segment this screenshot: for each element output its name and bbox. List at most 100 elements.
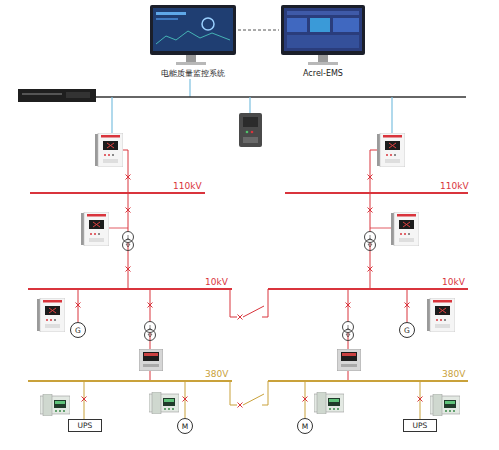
gateway-detail — [243, 117, 258, 127]
switch-detail — [22, 93, 62, 95]
bus-tie — [230, 289, 268, 317]
screen-detail — [287, 11, 359, 15]
network-switch — [18, 89, 96, 102]
busbars — [28, 193, 468, 381]
breaker-symbol — [126, 267, 131, 272]
breaker-symbol — [368, 208, 373, 213]
breaker-symbol — [126, 208, 131, 213]
breaker-symbol — [418, 397, 423, 402]
breaker-symbol — [303, 397, 308, 402]
symbol-letter: UPS — [78, 421, 93, 430]
screen-detail — [156, 31, 230, 44]
breaker-symbol — [183, 397, 188, 402]
busbar-380v — [28, 380, 232, 382]
busbar-110kv — [285, 192, 468, 194]
busbar-380v — [268, 380, 468, 382]
monitor-stand — [318, 55, 328, 62]
screen-detail — [310, 18, 330, 32]
protection-relay — [391, 212, 419, 246]
screen-detail — [287, 35, 359, 48]
feeder-line — [370, 228, 392, 229]
monitor-frame — [150, 5, 236, 55]
breaker-symbol — [368, 267, 373, 272]
breaker-symbol — [82, 397, 87, 402]
breaker-symbol — [405, 303, 410, 308]
ups-box: UPS — [403, 419, 437, 432]
screen-detail — [156, 18, 178, 20]
gateway-led — [246, 131, 249, 134]
busbar-10kv — [268, 288, 468, 290]
energy-meter — [314, 392, 344, 414]
screen-detail — [156, 12, 186, 15]
lv-wiring — [84, 381, 420, 419]
symbol-letter: G — [404, 326, 410, 335]
protection-relay — [81, 212, 109, 246]
system-caption: 电能质量监控系统 — [161, 69, 225, 78]
screen-detail — [333, 18, 359, 32]
protection-relay — [37, 298, 65, 332]
breaker-symbol — [346, 303, 351, 308]
devices — [37, 133, 460, 416]
monitor-screen — [284, 8, 362, 51]
network-cable — [391, 97, 392, 133]
energy-meter — [149, 392, 179, 414]
monitor-stand — [176, 62, 206, 65]
motor-symbol: M — [297, 418, 313, 434]
generator-symbol: G — [399, 322, 415, 338]
busbar-10kv — [28, 288, 232, 290]
power-quality-meter — [139, 349, 163, 371]
motor-symbol: M — [177, 418, 193, 434]
monitor-screen — [153, 8, 233, 51]
feeder-line — [108, 228, 128, 229]
network-bus — [95, 96, 466, 98]
breaker-symbol — [238, 403, 243, 408]
transformer-symbol — [365, 232, 376, 251]
energy-meter — [430, 394, 460, 416]
monitor-node: 电能质量监控系统 — [148, 4, 238, 78]
protection-relay — [95, 133, 123, 167]
system-caption: Acrel-EMS — [303, 69, 343, 78]
network-cable — [189, 79, 190, 97]
breaker-symbol — [238, 315, 243, 320]
power-quality-meter — [337, 349, 361, 371]
feeder-line — [370, 150, 378, 151]
gateway-led — [251, 131, 254, 134]
ups-box: UPS — [68, 419, 102, 432]
breaker-symbol — [368, 175, 373, 180]
protection-relay — [427, 298, 455, 332]
protection-relay — [377, 133, 405, 167]
energy-meter — [40, 394, 70, 416]
breakers — [76, 175, 423, 408]
gateway-device — [239, 113, 262, 147]
monitor-graphic — [150, 5, 365, 65]
busbar-110kv — [30, 192, 205, 194]
symbol-letter: M — [302, 422, 308, 431]
transformers — [123, 232, 376, 341]
voltage-label: 10kV — [205, 277, 228, 287]
network-cable — [249, 97, 250, 113]
voltage-label: 110kV — [173, 181, 202, 191]
bus-tie — [230, 381, 268, 405]
transformer-symbol — [343, 322, 354, 341]
network-cable — [111, 97, 112, 133]
symbol-letter: G — [75, 326, 81, 335]
monitor-stand — [308, 62, 338, 65]
gateway-detail — [243, 137, 258, 143]
screen-detail — [202, 18, 214, 30]
voltage-label: 110kV — [440, 181, 469, 191]
generator-symbol: G — [70, 322, 86, 338]
monitor-node: Acrel-EMS — [279, 4, 367, 78]
breaker-symbol — [126, 175, 131, 180]
breaker-symbol — [148, 303, 153, 308]
transformer-symbol — [145, 322, 156, 341]
hv-wiring — [78, 150, 407, 381]
breaker-symbol — [76, 303, 81, 308]
monitor-frame — [281, 5, 365, 55]
transformer-symbol — [123, 232, 134, 251]
monitor-stand — [186, 55, 196, 62]
voltage-label: 380V — [205, 369, 228, 379]
dashed-link — [238, 30, 279, 31]
